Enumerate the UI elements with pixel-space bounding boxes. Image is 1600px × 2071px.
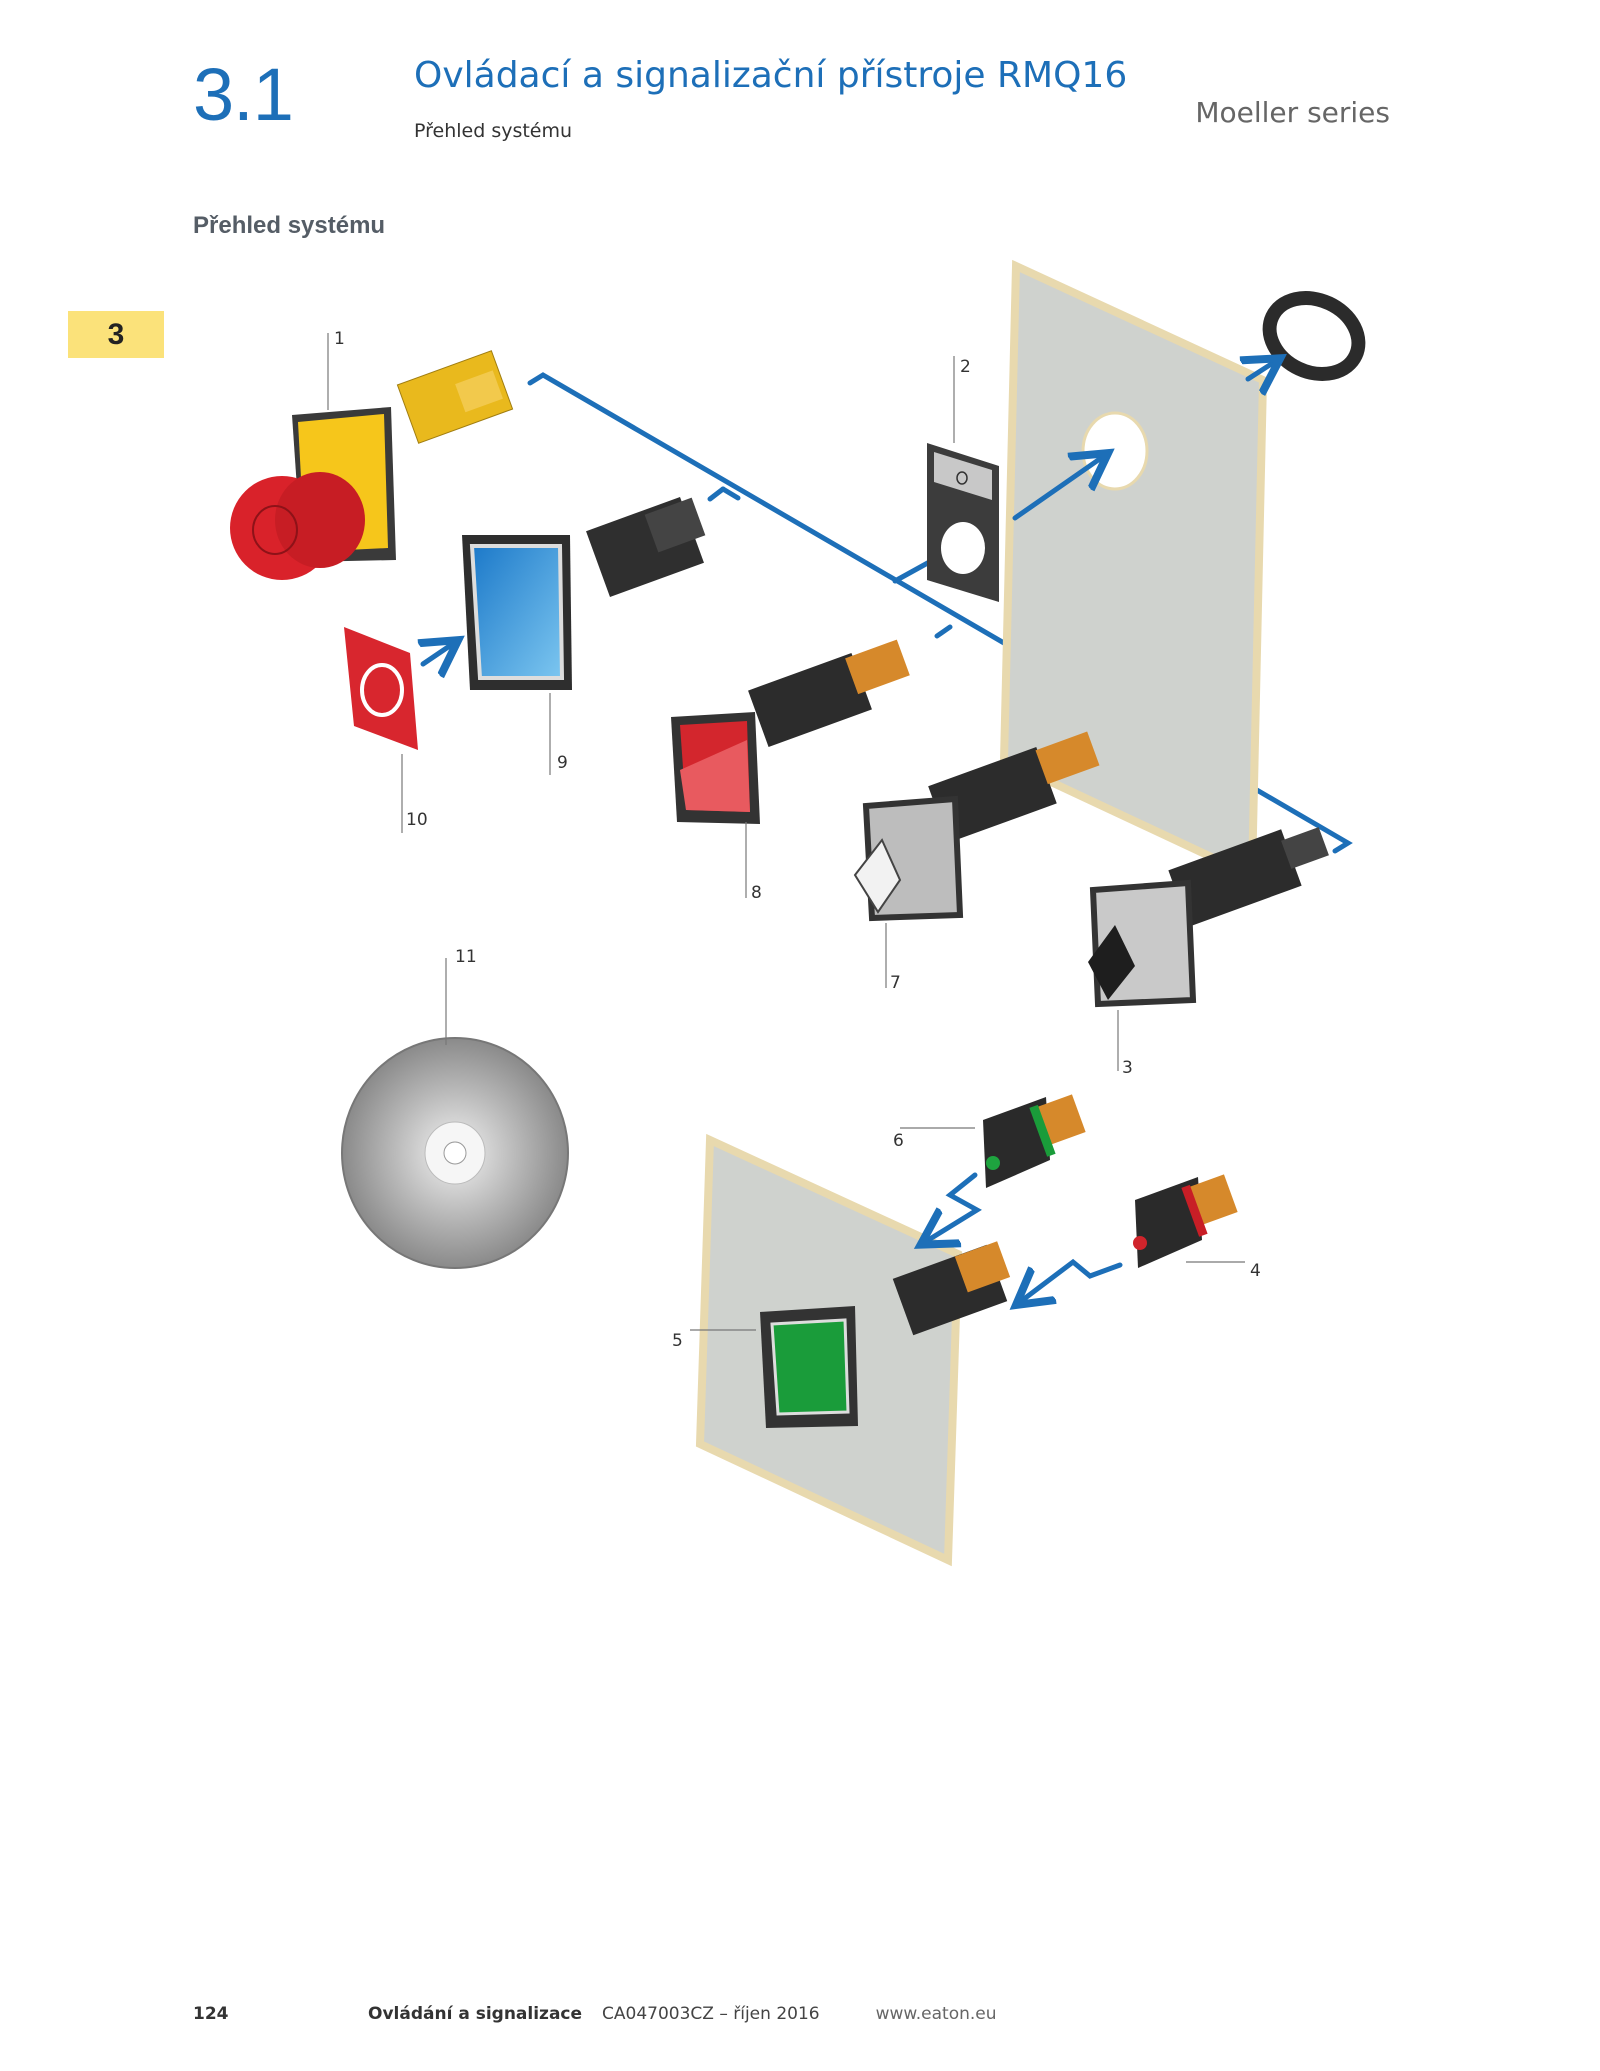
item-label: 9 (557, 753, 568, 773)
section-heading: Přehled systému (193, 212, 386, 239)
item-label: 7 (890, 973, 901, 993)
footer-doc-code: CA047003CZ – říjen 2016 (602, 2004, 820, 2024)
item-label: 8 (751, 883, 762, 903)
item-label: 6 (893, 1131, 904, 1151)
selector-switch-white-image (853, 731, 1100, 922)
indicator-light-red-image (671, 639, 910, 824)
item-label: 11 (455, 947, 477, 967)
page-title: Ovládací a signalizační přístroje RMQ16 (414, 55, 1128, 96)
item-label: 10 (406, 810, 428, 830)
section-number: 3.1 (193, 53, 294, 136)
contact-element-red-image (1133, 1174, 1238, 1268)
item-label: 2 (960, 357, 971, 377)
item-label: 3 (1122, 1058, 1133, 1078)
contact-element-green-image (983, 1094, 1086, 1188)
footer-page-number: 124 (193, 2004, 229, 2024)
leader-lines (327, 333, 1245, 1331)
footer-chapter: Ovládání a signalizace (368, 2004, 583, 2024)
item-label: 1 (334, 329, 345, 349)
series-label: Moeller series (1195, 96, 1390, 129)
emergency-stop-button-image (230, 350, 514, 580)
assembly-arrows (423, 361, 1276, 1302)
selector-switch-black-image (1088, 827, 1329, 1008)
red-insert-image (344, 627, 418, 750)
page-subtitle: Přehled systému (414, 120, 573, 142)
mounting-panel-bottom-image (695, 1133, 1011, 1567)
illuminated-pushbutton-blue-image (462, 497, 706, 690)
item-labels: 1 2 3 4 5 6 7 8 9 10 11 (334, 329, 1261, 1351)
item-label: 4 (1250, 1261, 1261, 1281)
item-label: 5 (672, 1331, 683, 1351)
chapter-tab: 3 (68, 311, 164, 358)
cd-software-image (341, 1037, 569, 1269)
footer-url: www.eaton.eu (875, 2004, 997, 2024)
legend-plate-image (927, 443, 999, 602)
fixing-ring-image (1262, 291, 1366, 381)
page-footer: 124 Ovládání a signalizace CA047003CZ – … (193, 2004, 997, 2024)
